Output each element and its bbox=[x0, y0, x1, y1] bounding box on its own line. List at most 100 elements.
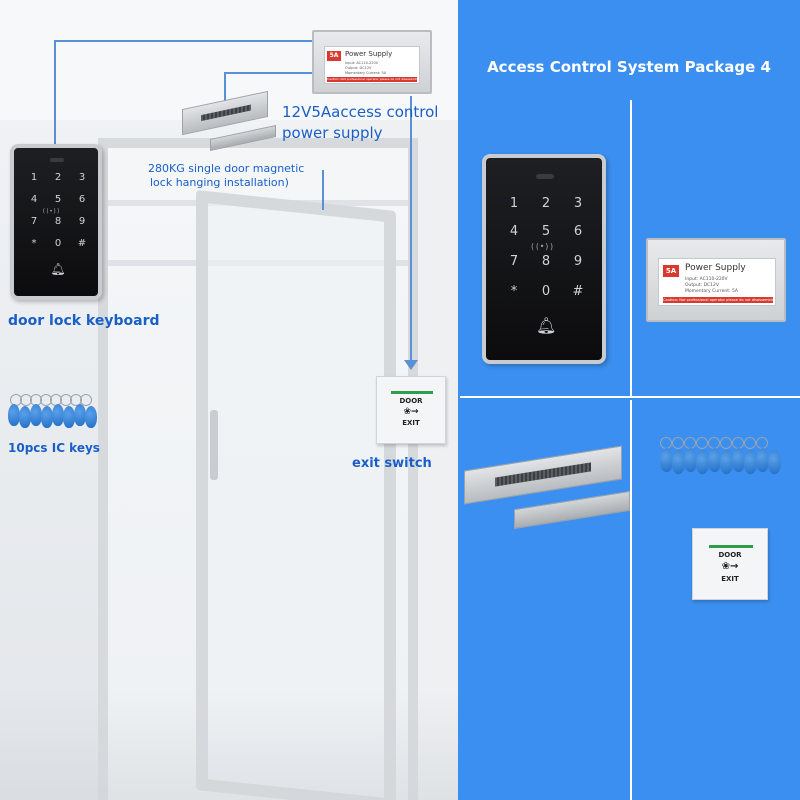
power-supply-title: Power Supply bbox=[685, 263, 746, 273]
panel-divider bbox=[460, 396, 800, 398]
key-fob bbox=[732, 448, 745, 472]
power-supply-output: Output: DC12V bbox=[685, 283, 719, 288]
key-ring bbox=[696, 437, 708, 449]
key-5: 5 bbox=[54, 194, 62, 205]
key-fob bbox=[696, 450, 709, 474]
power-supply: 5A Power Supply Input: AC110-220V Output… bbox=[312, 30, 432, 94]
key-4: 4 bbox=[30, 194, 38, 205]
exit-switch-green-bar bbox=[709, 545, 753, 548]
keyboard-caption: door lock keyboard bbox=[8, 313, 160, 329]
key-fob bbox=[708, 448, 721, 472]
key-fob bbox=[74, 404, 86, 426]
wire bbox=[410, 96, 412, 368]
key-fob bbox=[660, 448, 673, 472]
key-fob bbox=[684, 448, 697, 472]
package-title: Access Control System Package 4 bbox=[487, 58, 771, 76]
floor bbox=[0, 690, 458, 800]
maglock-caption-2: lock hanging installation) bbox=[150, 176, 289, 189]
indicator-slot bbox=[536, 174, 554, 179]
power-supply-output: Output: DC12V bbox=[345, 66, 372, 70]
key-hash: # bbox=[572, 284, 584, 299]
key-2: 2 bbox=[541, 196, 551, 211]
key-0: 0 bbox=[54, 238, 62, 249]
wire bbox=[224, 72, 226, 102]
key-1: 1 bbox=[30, 172, 38, 183]
wire bbox=[54, 40, 56, 144]
key-8: 8 bbox=[541, 254, 551, 269]
key-3: 3 bbox=[78, 172, 86, 183]
key-icon: ❀→ bbox=[403, 407, 419, 417]
keypad-device-large: 1 2 3 4 5 6 ((•)) 7 8 9 * 0 # 🔔︎ bbox=[482, 154, 606, 364]
exit-switch-caption: exit switch bbox=[352, 456, 432, 471]
package-panel bbox=[458, 0, 800, 800]
key-star: * bbox=[31, 238, 37, 249]
exit-switch-door-text: DOOR bbox=[718, 551, 742, 559]
power-supply-large: 5A Power Supply Input: AC110-220V Output… bbox=[646, 238, 786, 322]
key-fob bbox=[720, 450, 733, 474]
power-supply-title: Power Supply bbox=[345, 50, 393, 58]
key-ring bbox=[720, 437, 732, 449]
key-fob bbox=[768, 450, 781, 474]
keypad-device: 1 2 3 4 5 6 ((•)) 7 8 9 * 0 # 🔔︎ bbox=[10, 144, 102, 300]
key-ring bbox=[80, 394, 92, 406]
key-hash: # bbox=[77, 238, 87, 249]
key-9: 9 bbox=[78, 216, 86, 227]
indicator-slot bbox=[50, 158, 64, 162]
key-0: 0 bbox=[541, 284, 551, 299]
power-supply-warning: Caution: Not professional operator pleas… bbox=[327, 77, 417, 82]
key-1: 1 bbox=[509, 196, 519, 211]
exit-switch-exit-text: EXIT bbox=[402, 419, 420, 427]
key-3: 3 bbox=[573, 196, 583, 211]
key-fob bbox=[63, 406, 75, 428]
panel-divider bbox=[630, 400, 632, 800]
card-reader-mark: ((•)) bbox=[530, 242, 555, 251]
key-6: 6 bbox=[78, 194, 86, 205]
power-supply-warning: Caution: Not professional operator pleas… bbox=[663, 297, 773, 303]
key-ring bbox=[744, 437, 756, 449]
panel-divider bbox=[630, 100, 632, 396]
key-7: 7 bbox=[509, 254, 519, 269]
exit-switch-exit-text: EXIT bbox=[721, 575, 739, 583]
key-icon: ❀→ bbox=[721, 561, 739, 572]
key-9: 9 bbox=[573, 254, 583, 269]
exit-switch-door-text: DOOR bbox=[399, 397, 423, 405]
power-supply-current: Momentary Current: 5A bbox=[685, 289, 738, 294]
power-supply-input: Input: AC110-220V bbox=[685, 277, 728, 282]
wire bbox=[54, 40, 312, 42]
amp-badge: 5A bbox=[663, 265, 679, 277]
key-fob bbox=[52, 404, 64, 426]
key-8: 8 bbox=[54, 216, 62, 227]
magnetic-lock-core bbox=[201, 104, 251, 122]
key-2: 2 bbox=[54, 172, 62, 183]
key-fob bbox=[19, 406, 31, 428]
power-supply-caption-2: power supply bbox=[282, 124, 383, 142]
key-7: 7 bbox=[30, 216, 38, 227]
wire bbox=[322, 170, 324, 210]
power-supply-input: Input: AC110-220V bbox=[345, 61, 379, 65]
key-fob bbox=[30, 404, 42, 426]
power-supply-caption-1: 12V5Aaccess control bbox=[282, 103, 439, 121]
key-ring bbox=[672, 437, 684, 449]
exit-switch-device: DOOR ❀→ EXIT bbox=[376, 376, 446, 444]
power-supply-label: 5A Power Supply Input: AC110-220V Output… bbox=[658, 258, 776, 306]
power-supply-label: 5A Power Supply Input: AC110-220V Output… bbox=[324, 46, 420, 84]
key-fob bbox=[8, 404, 20, 426]
wire bbox=[224, 72, 312, 74]
amp-badge: 5A bbox=[327, 51, 341, 61]
door-handle bbox=[210, 410, 218, 480]
key-star: * bbox=[510, 284, 518, 299]
key-6: 6 bbox=[573, 224, 583, 239]
key-fob bbox=[41, 406, 53, 428]
power-supply-current: Momentary Current: 5A bbox=[345, 71, 387, 75]
card-reader-mark: ((•)) bbox=[42, 208, 61, 215]
bell-icon: 🔔︎ bbox=[50, 262, 66, 276]
key-4: 4 bbox=[509, 224, 519, 239]
ic-keys-caption: 10pcs IC keys bbox=[8, 441, 100, 455]
maglock-caption-1: 280KG single door magnetic bbox=[148, 162, 305, 175]
bell-icon: 🔔︎ bbox=[536, 316, 557, 335]
key-5: 5 bbox=[541, 224, 551, 239]
key-fob bbox=[744, 450, 757, 474]
key-fob bbox=[672, 450, 685, 474]
key-fob bbox=[756, 448, 769, 472]
arrow-down-icon bbox=[404, 360, 418, 370]
